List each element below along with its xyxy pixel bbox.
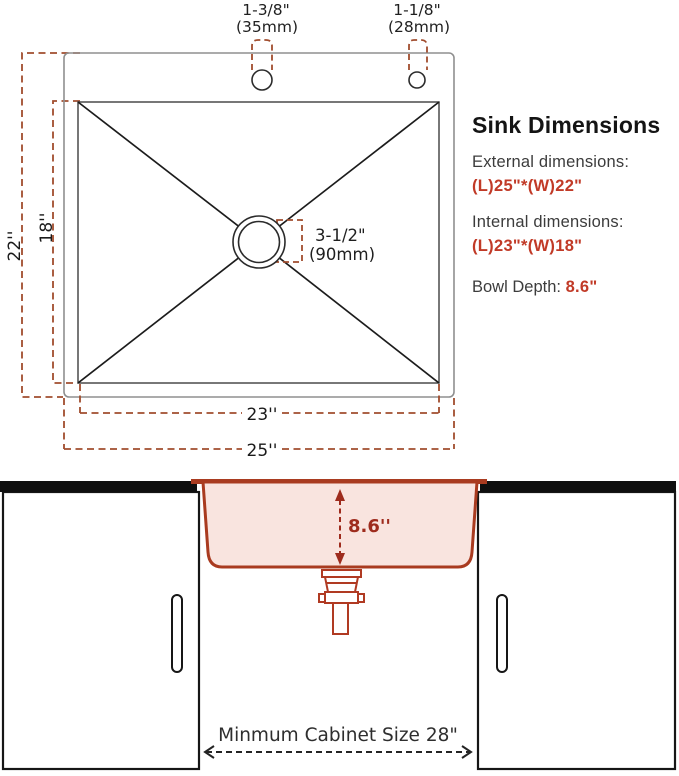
countertop — [0, 481, 676, 492]
sink-outer-rim — [63, 52, 455, 398]
hole-right-mm-label: (28mm) — [388, 18, 450, 36]
faucet-hole-left — [251, 39, 273, 91]
bowl-depth-value: 8.6" — [565, 278, 598, 296]
outer-width-label: 22'' — [5, 231, 25, 262]
cabinet-size-label: Minmum Cabinet Size 28" — [218, 725, 458, 746]
inner-length-label: 23'' — [247, 405, 278, 425]
external-dimensions-label: External dimensions: — [472, 153, 630, 171]
sink-bowl-edge — [77, 101, 440, 384]
sink-bowl-section — [201, 480, 479, 569]
hole-left-mm-label: (35mm) — [236, 18, 298, 36]
sink-section-view-diagram: 8.6'' Minmum Cabinet Size 28" — [0, 479, 677, 771]
outer-length-label: 25'' — [247, 441, 278, 461]
dimension-bracket-25 — [63, 398, 455, 450]
internal-dimensions-label: Internal dimensions: — [472, 213, 624, 231]
sink-top-view-diagram: 1-3/8" (35mm) 1-1/8" (28mm) 3-1/2" (90mm… — [5, 1, 455, 461]
dimension-bracket-18 — [52, 100, 80, 384]
drain-mm-label: (90mm) — [309, 245, 375, 264]
bowl-depth-label: Bowl Depth: — [472, 278, 561, 296]
hole-left-size-label: 1-3/8" — [242, 1, 290, 19]
drain-opening — [232, 215, 286, 269]
inner-width-label: 18'' — [37, 213, 57, 244]
page-title: Sink Dimensions — [472, 112, 661, 138]
dimension-bracket-23 — [79, 384, 440, 414]
faucet-hole-right-callout — [408, 39, 428, 70]
bowl-slope-diagonals — [77, 101, 440, 384]
cabinet-size-arrow — [203, 745, 473, 759]
drain-size-label: 3-1/2" — [315, 226, 366, 245]
cabinet-door-handle-right — [496, 594, 508, 673]
internal-dimensions-value: (L)23"*(W)18" — [472, 237, 583, 255]
bowl-depth-line: Bowl Depth: 8.6" — [472, 278, 598, 297]
external-dimensions-value: (L)25"*(W)22" — [472, 177, 583, 195]
faucet-hole-left-callout — [251, 39, 273, 70]
cabinet-left — [1, 490, 201, 771]
dimension-bracket-22 — [21, 52, 80, 398]
section-bowl-depth-label: 8.6'' — [348, 516, 391, 537]
faucet-hole-right — [408, 39, 428, 89]
drain-assembly — [318, 569, 365, 635]
bowl-depth-arrow — [335, 489, 345, 565]
cabinet-door-handle-left — [171, 594, 183, 673]
hole-right-size-label: 1-1/8" — [393, 1, 441, 19]
